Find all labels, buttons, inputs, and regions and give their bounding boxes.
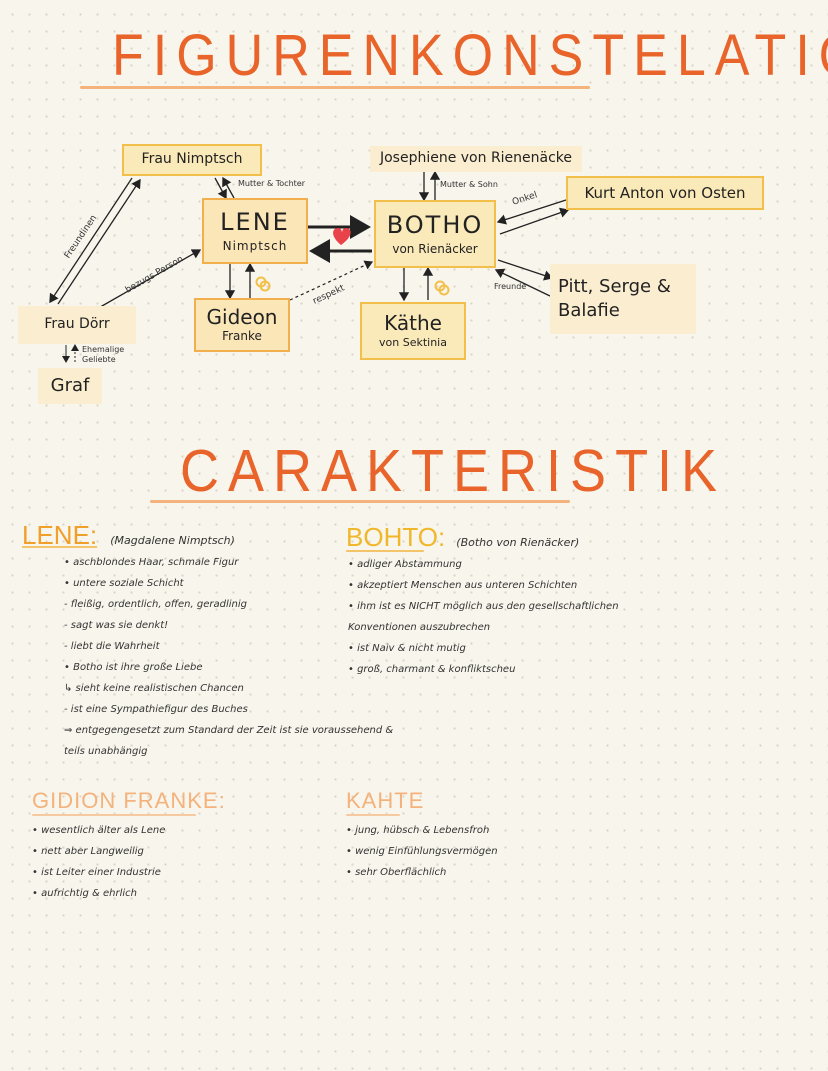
- relation-label: Mutter & Tochter: [238, 179, 306, 188]
- list-item: - fleißig, ordentlich, offen, geradlinig: [64, 599, 247, 610]
- section-title: CARAKTERISTIK: [180, 438, 727, 504]
- node-label: BOTHO: [386, 211, 484, 240]
- relation-label: Geliebte: [82, 355, 116, 364]
- section-subheading: (Botho von Rienäcker): [456, 536, 580, 549]
- node-graf: Graf: [38, 368, 102, 404]
- section-lene-header: LENE: (Magdalene Nimptsch): [22, 520, 235, 551]
- node-label: Pitt, Serge &: [558, 276, 671, 298]
- node-sublabel: Franke: [222, 329, 262, 344]
- list-item: ↳ sieht keine realistischen Chancen: [64, 683, 244, 694]
- node-label: Graf: [50, 375, 90, 397]
- node-label: Balafie: [558, 300, 620, 321]
- node-label: Frau Nimptsch: [141, 151, 243, 168]
- node-frau-nimptsch: Frau Nimptsch: [122, 144, 262, 176]
- list-item: • untere soziale Schicht: [64, 578, 184, 589]
- list-item: • ist Leiter einer Industrie: [32, 867, 161, 878]
- list-item: - liebt die Wahrheit: [64, 641, 160, 652]
- relation-label: Freunde: [494, 282, 527, 291]
- node-kurt: Kurt Anton von Osten: [566, 176, 764, 210]
- list-item: - ist eine Sympathiefigur des Buches: [64, 704, 248, 715]
- list-item: • jung, hübsch & Lebensfroh: [346, 825, 490, 836]
- heading-underline: [346, 550, 424, 552]
- list-item: teils unabhängig: [64, 746, 148, 757]
- list-item: • adliger Abstammung: [348, 559, 462, 570]
- section-heading: LENE:: [22, 520, 98, 550]
- node-frau-doerr: Frau Dörr: [18, 306, 136, 344]
- node-botho: BOTHO von Rienäcker: [374, 200, 496, 268]
- title-underline: [150, 500, 570, 503]
- section-subheading: (Magdalene Nimptsch): [110, 534, 235, 547]
- section-kaethe-list: • jung, hübsch & Lebensfroh • wenig Einfü…: [346, 820, 498, 883]
- heading-underline: [346, 814, 400, 816]
- node-lene: LENE Nimptsch: [202, 198, 308, 264]
- node-josephine: Josephiene von Rienenäcke: [370, 146, 582, 172]
- node-gideon: Gideon Franke: [194, 298, 290, 352]
- node-label: Frau Dörr: [44, 316, 110, 333]
- node-label: LENE: [220, 208, 290, 237]
- list-item: • Botho ist ihre große Liebe: [64, 662, 203, 673]
- node-sublabel: Nimptsch: [222, 238, 288, 253]
- relation-arrows: [49, 170, 570, 363]
- heart-icon: [333, 228, 351, 245]
- node-label: Kurt Anton von Osten: [584, 183, 746, 202]
- section-kaethe-heading: KAHTE: [346, 788, 425, 813]
- node-sublabel: von Rienäcker: [392, 241, 478, 256]
- node-label: Gideon: [206, 305, 278, 330]
- list-item: • ihm ist es NICHT möglich aus den gesel…: [348, 601, 619, 612]
- section-lene-list: • aschblondes Haar, schmale Figur • unter…: [64, 552, 393, 762]
- list-item: ⇒ entgegengesetzt zum Standard der Zeit …: [64, 725, 394, 736]
- list-item: Konventionen auszubrechen: [348, 622, 491, 633]
- heading-underline: [32, 814, 196, 816]
- title-underline: [80, 86, 590, 89]
- relation-label: Mutter & Sohn: [440, 180, 498, 189]
- list-item: • nett aber Langweilig: [32, 846, 144, 857]
- node-pitt: Pitt, Serge & Balafie: [550, 264, 696, 334]
- section-gideon-heading: GIDION FRANKE:: [32, 788, 226, 813]
- list-item: - sagt was sie denkt!: [64, 620, 169, 631]
- node-sublabel: von Sektinia: [379, 336, 447, 350]
- diagram-title: FIGURENKONSTELATIO: [112, 23, 828, 89]
- section-gideon-list: • wesentlich älter als Lene • nett aber L…: [32, 820, 165, 904]
- list-item: • wesentlich älter als Lene: [32, 825, 166, 836]
- section-botho-header: BOHTO: (Botho von Rienäcker): [346, 522, 579, 553]
- list-item: • sehr Oberflächlich: [346, 867, 447, 878]
- relation-label: Ehemalige: [82, 345, 125, 354]
- list-item: • groß, charmant & konfliktscheu: [348, 664, 516, 675]
- node-kaethe: Käthe von Sektinia: [360, 302, 466, 360]
- node-label: Käthe: [384, 311, 442, 336]
- section-botho-list: • adliger Abstammung • akzeptiert Mensche…: [348, 554, 619, 680]
- list-item: • ist Naiv & nicht mutig: [348, 643, 466, 654]
- section-heading: BOHTO:: [346, 522, 446, 552]
- node-label: Josephiene von Rienenäcke: [379, 150, 573, 167]
- list-item: • aufrichtig & ehrlich: [32, 888, 137, 899]
- list-item: • akzeptiert Menschen aus unteren Schich…: [348, 580, 578, 591]
- list-item: • aschblondes Haar, schmale Figur: [64, 557, 239, 568]
- list-item: • wenig Einfühlungsvermögen: [346, 846, 498, 857]
